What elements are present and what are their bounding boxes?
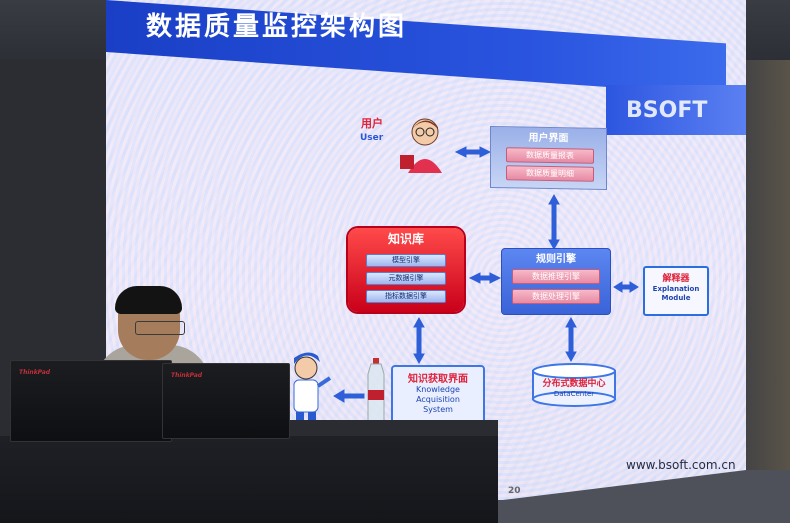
engine-item-processing: 数据处理引擎 [512,289,600,304]
laptop-right: ThinkPad [162,363,290,439]
datacenter-label-en: DataCenter [553,390,595,398]
knowledge-base-title: 知识库 [387,232,424,246]
kb-item-metadata: 元数据引擎 [366,272,446,285]
explanation-module-box: 解释器 Explanation Module [643,266,709,316]
user-label: 用户 [361,117,383,130]
ui-item-report: 数据质量报表 [506,147,594,164]
ui-box-title: 用户界面 [528,132,569,145]
kas-en-1: Knowledge [416,385,460,394]
engine-item-inference: 数据推理引擎 [512,269,600,284]
user-label-en: User [360,133,384,143]
presenter-glasses [135,321,185,335]
kas-en-2: Acquisition [416,395,460,404]
laptop-left: ThinkPad [10,360,172,442]
kas-en-3: System [423,405,453,414]
knowledge-base-box: 知识库 模型引擎 元数据引擎 指标数据引擎 [348,228,464,312]
explanation-label: 解释器 [662,274,690,284]
explanation-en-2: Module [661,294,691,302]
engine-box: 规则引擎 数据推理引擎 数据处理引擎 [501,248,611,315]
brand-bar [606,85,746,135]
arrow-engine-dc [565,316,577,363]
ui-box: 用户界面 数据质量报表 数据质量明细 [490,125,607,191]
ui-item-detail: 数据质量明细 [506,165,594,182]
datacenter-label: 分布式数据中心 [542,379,606,389]
knowledge-acquisition-label: 知识获取界面 [408,374,468,385]
water-bottle [367,358,385,428]
arrow-user-ui [454,146,492,158]
engine-title: 规则引擎 [536,254,576,265]
explanation-en-1: Explanation [652,285,700,293]
arrow-kas-expert [333,389,365,403]
diagram-connectors [333,146,639,403]
kb-item-indicator: 指标数据引擎 [366,290,446,303]
brand-watermark: BSOFT [626,98,708,123]
presenter-hair [115,286,182,314]
arrow-kb-engine [468,272,502,284]
arrow-ui-engine [548,193,560,251]
user-icon [400,118,442,173]
explanation-label-en: Explanation Module [645,285,707,303]
arrow-kb-kas [413,316,425,365]
kb-item-model: 模型引擎 [366,254,446,267]
page-number: 20 [508,486,521,496]
knowledge-acquisition-label-en: Knowledge Acquisition System [393,385,483,415]
knowledge-acquisition-box: 知识获取界面 Knowledge Acquisition System [391,365,485,425]
footer-url: www.bsoft.com.cn [626,458,736,472]
datacenter-cylinder [532,363,616,407]
slide-title: 数据质量监控架构图 [146,12,408,42]
laptop-right-brand: ThinkPad [171,372,203,379]
laptop-left-brand: ThinkPad [19,369,51,376]
arrow-engine-expl [613,281,639,293]
